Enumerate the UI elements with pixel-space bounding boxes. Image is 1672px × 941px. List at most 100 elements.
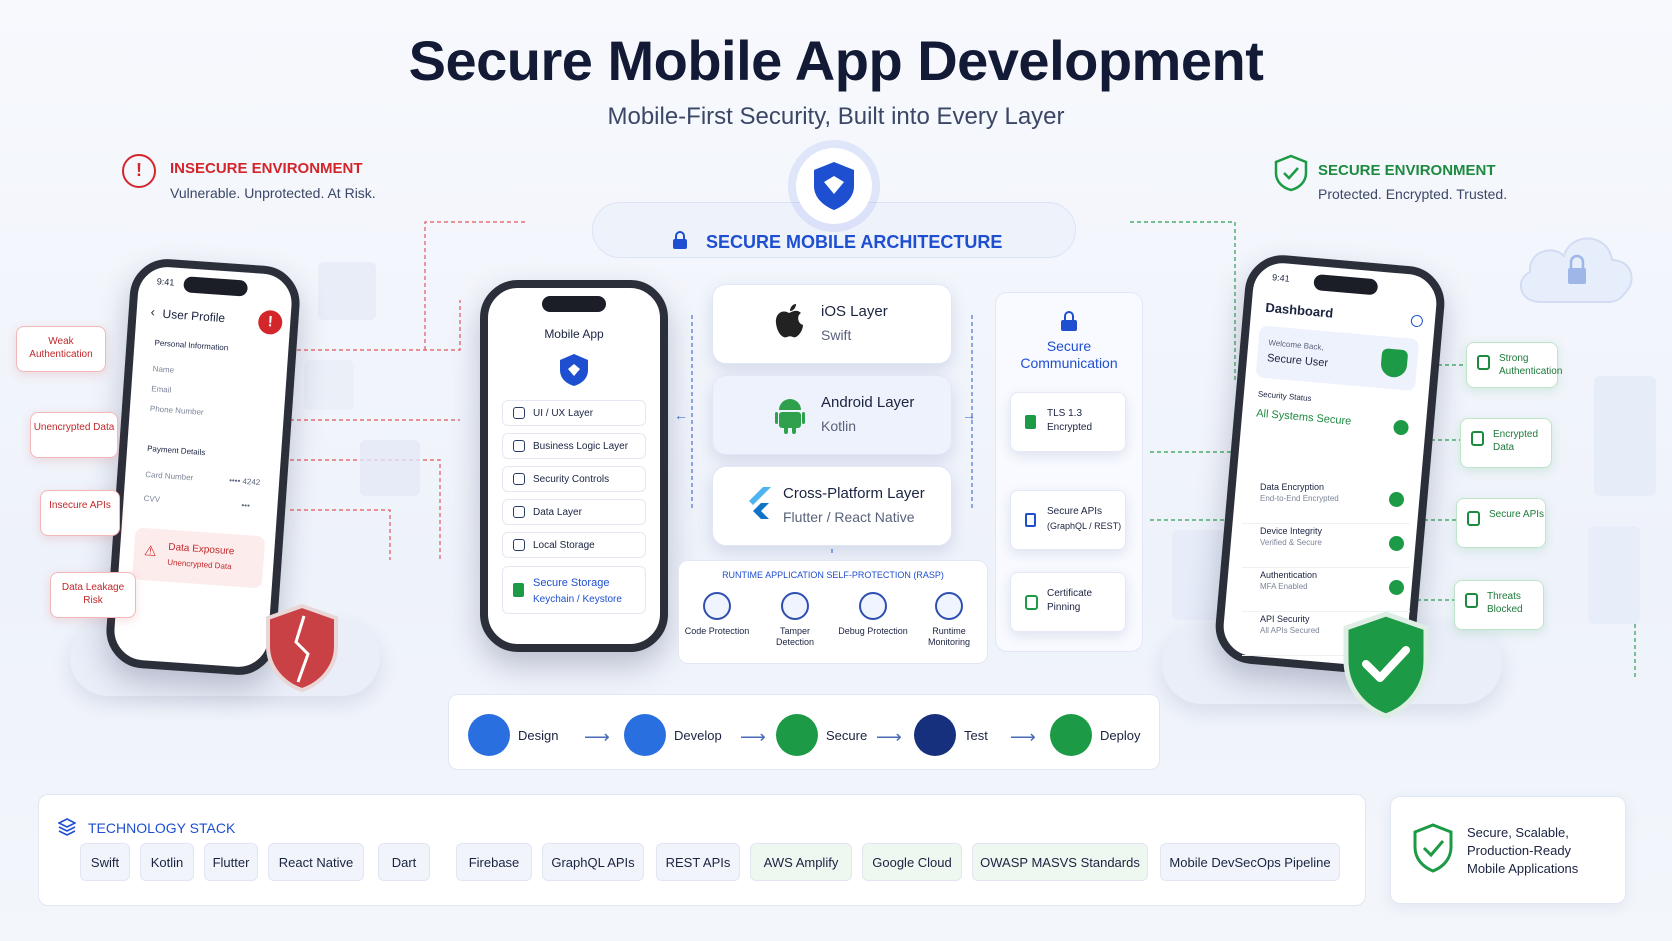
field-phone[interactable]: Phone Number (149, 404, 204, 417)
field-email[interactable]: Email (151, 384, 172, 395)
warning-unencrypted-data: Unencrypted Data (30, 412, 118, 458)
footer-line-1: Secure, Scalable, (1467, 825, 1569, 840)
green-shield-icon (1342, 610, 1430, 720)
android-layer-card[interactable]: Android Layer Kotlin (712, 375, 952, 455)
chip-react-native: React Native (268, 843, 364, 881)
secure-comm-title: Secure Communication (1020, 338, 1118, 371)
secure-apis-card[interactable]: Secure APIs(GraphQL / REST) (1010, 490, 1126, 550)
row-sub: All APIs Secured (1260, 626, 1320, 635)
android-icon (775, 394, 805, 434)
cross-platform-layer-card[interactable]: Cross-Platform Layer Flutter / React Nat… (712, 466, 952, 546)
badge-label: Threats Blocked (1487, 591, 1523, 615)
alert-sub: Unencrypted Data (166, 557, 232, 572)
rasp-debug-protection[interactable]: Debug Protection (838, 592, 908, 637)
layer-sub: Swift (821, 327, 852, 343)
tech-stack-title: TECHNOLOGY STACK (88, 820, 236, 836)
sc-title: Certificate (1047, 588, 1093, 599)
magnifier-icon (914, 714, 956, 756)
row-title: Data Encryption (1260, 482, 1325, 492)
rocket-icon (1050, 714, 1092, 756)
cvv-label: CVV (143, 493, 161, 505)
status-value: All Systems Secure (1255, 407, 1352, 428)
row-title: Authentication (1260, 570, 1318, 580)
rasp-label: Debug Protection (838, 626, 908, 636)
row-local-storage[interactable]: Local Storage (502, 532, 646, 558)
alert-icon: ! (257, 309, 284, 336)
rasp-code-protection[interactable]: Code Protection (682, 592, 752, 637)
lock-icon (513, 583, 524, 597)
chip-graphql-apis: GraphQL APIs (542, 843, 644, 881)
lock-icon (1477, 355, 1490, 370)
rasp-runtime-monitoring[interactable]: Runtime Monitoring (914, 592, 984, 648)
chip-firebase: Firebase (456, 843, 532, 881)
field-name[interactable]: Name (152, 364, 175, 375)
row-title: API Security (1260, 614, 1310, 624)
chip-swift: Swift (80, 843, 130, 881)
warning-weak-auth: Weak Authentication (16, 326, 106, 372)
step-label: Design (518, 728, 559, 743)
lock-icon (1060, 310, 1078, 332)
shield-icon (513, 473, 525, 485)
svg-text:→: → (962, 407, 976, 423)
storage-icon (513, 539, 525, 551)
ios-layer-card[interactable]: iOS Layer Swift (712, 284, 952, 364)
step-label: Deploy (1100, 728, 1141, 743)
badge-secure-apis: Secure APIs (1456, 498, 1546, 548)
row-label: Security Controls (533, 474, 610, 485)
bell-icon[interactable] (1410, 314, 1424, 328)
personal-info-header: Personal Information (154, 338, 229, 353)
sc-title: Secure APIs (1047, 506, 1103, 517)
svg-text:←: ← (674, 407, 688, 423)
arrow-icon: ⟶ (584, 727, 610, 747)
badge-label: Encrypted Data (1493, 429, 1539, 453)
insecure-title: INSECURE ENVIRONMENT (170, 160, 363, 177)
warning-insecure-apis: Insecure APIs (40, 490, 120, 536)
layer-title: Cross-Platform Layer (783, 485, 925, 502)
chip-owasp: OWASP MASVS Standards (972, 843, 1148, 881)
row-business-logic[interactable]: Business Logic Layer (502, 433, 646, 459)
badge-label: Strong Authentication (1499, 353, 1563, 377)
production-ready-card: Secure, Scalable, Production-Ready Mobil… (1390, 796, 1626, 904)
user-name: Secure User (1266, 352, 1329, 370)
row-title: Device Integrity (1260, 526, 1323, 536)
step-label: Develop (674, 728, 722, 743)
step-label: Test (964, 728, 988, 743)
badge-encrypted-data: Encrypted Data (1460, 418, 1552, 468)
phone-notch (1313, 273, 1379, 296)
warning-data-leakage: Data Leakage Risk (50, 572, 136, 618)
flutter-icon (747, 487, 773, 521)
insecure-desc: Vulnerable. Unprotected. At Risk. (170, 185, 376, 201)
status-label: Security Status (1257, 389, 1312, 404)
row-label: UI / UX Layer (533, 408, 594, 419)
row-label: Data Layer (533, 507, 582, 518)
payment-header: Payment Details (146, 444, 206, 458)
cloud-lock-icon (1512, 222, 1642, 308)
rasp-tamper-detection[interactable]: Tamper Detection (760, 592, 830, 648)
row-data-layer[interactable]: Data Layer (502, 499, 646, 525)
check-icon (1389, 492, 1404, 507)
welcome-label: Welcome Back, (1268, 338, 1325, 352)
status-check-icon (1392, 419, 1410, 436)
row-security-controls[interactable]: Security Controls (502, 466, 646, 492)
danger-icon: ! (122, 154, 156, 188)
step-label: Secure (826, 728, 868, 743)
card-label: Card Number (145, 470, 194, 483)
row-ui-ux[interactable]: UI / UX Layer (502, 400, 646, 426)
decor-cube (360, 440, 420, 496)
layers-icon (513, 407, 525, 419)
gear-icon (513, 440, 525, 452)
status-time: 9:41 (1271, 272, 1291, 284)
badge-threats-blocked: Threats Blocked (1454, 580, 1544, 630)
network-icon (1467, 511, 1480, 526)
back-icon[interactable]: ‹ (150, 303, 156, 320)
secure-storage-sub: Keychain / Keystore (533, 594, 622, 605)
check-icon (1389, 580, 1404, 595)
welcome-card: Welcome Back, Secure User (1255, 325, 1420, 392)
secure-title: SECURE ENVIRONMENT (1318, 162, 1496, 179)
secure-storage-card[interactable]: Secure Storage Keychain / Keystore (502, 566, 646, 614)
card-value: •••• 4242 (228, 475, 261, 488)
